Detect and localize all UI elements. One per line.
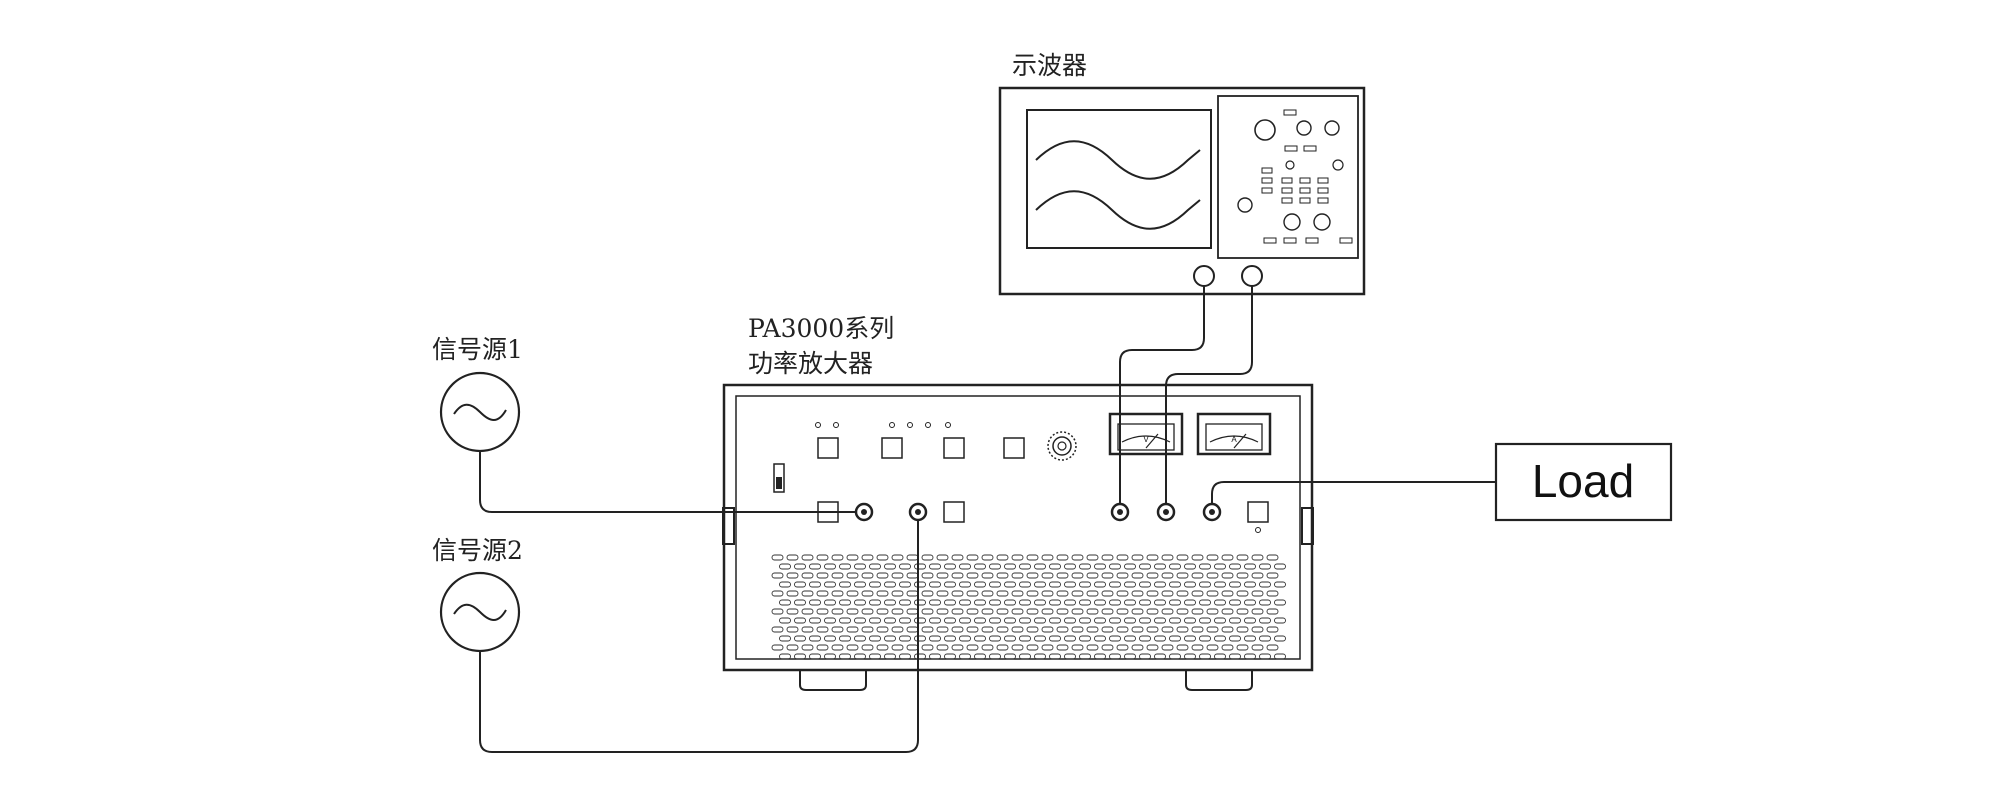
left-foot — [799, 670, 867, 691]
signal-source-1-label: 信号源1 — [432, 335, 523, 364]
output-connector-a — [1156, 502, 1176, 522]
input-connector-1 — [854, 502, 874, 522]
power-switch — [773, 463, 785, 493]
input-connector-2 — [908, 502, 928, 522]
waveform-1 — [1035, 140, 1201, 180]
sine-wave-icon — [453, 603, 507, 621]
power-amplifier: V A — [722, 383, 1314, 691]
load: Load — [1494, 442, 1673, 522]
right-foot — [1185, 670, 1253, 691]
ventilation-grille — [771, 554, 1286, 660]
cable-scope-ch1-to-output-v — [1119, 286, 1205, 504]
cable-scope-ch2-to-output-a — [1165, 286, 1253, 504]
meter-a-label: A — [1231, 435, 1237, 444]
output-connector-load — [1202, 502, 1222, 522]
cable-source2-to-input2 — [479, 520, 919, 753]
oscilloscope-control-panel — [1217, 95, 1359, 259]
load-label: Load — [1532, 455, 1634, 507]
signal-source-1 — [439, 371, 521, 453]
oscilloscope-screen — [1026, 109, 1212, 249]
waveform-2 — [1035, 190, 1201, 230]
sine-wave-icon — [453, 403, 507, 421]
oscilloscope-label: 示波器 — [1012, 51, 1087, 80]
rotary-knob-icon — [1047, 431, 1077, 461]
cables — [479, 286, 1496, 753]
cable-source1-to-input1 — [479, 451, 856, 513]
oscilloscope-ch1-connector — [1193, 265, 1215, 287]
oscilloscope-ch2-connector — [1241, 265, 1263, 287]
cable-output-to-load — [1211, 481, 1496, 504]
right-handle — [1301, 507, 1314, 545]
amplifier-label-line1: PA3000系列 — [748, 314, 894, 343]
output-connector-v — [1110, 502, 1130, 522]
meter-v-label: V — [1143, 435, 1149, 444]
oscilloscope — [998, 86, 1366, 296]
amplifier-label-line2: 功率放大器 — [748, 349, 873, 378]
current-meter: A — [1196, 412, 1272, 456]
left-handle — [722, 507, 735, 545]
signal-source-2 — [439, 571, 521, 653]
signal-source-2-label: 信号源2 — [432, 536, 523, 565]
